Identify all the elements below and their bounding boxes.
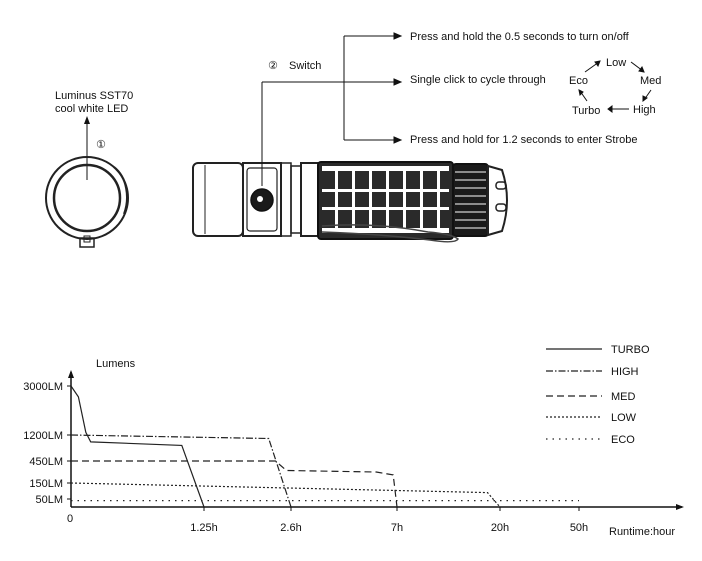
series-line-low (70, 482, 501, 508)
cycle-mode-low: Low (606, 57, 626, 69)
cycle-mode-high: High (633, 104, 656, 116)
runtime-chart: Lumens Runtime:hour 0 3000LM 1200LM 450LM 1… (23, 344, 684, 538)
series-line-med (71, 460, 398, 508)
x-axis-label: Runtime:hour (609, 526, 675, 538)
switch-marker: ② (268, 60, 278, 72)
led-marker: ① (96, 139, 106, 151)
y-tick-label: 3000LM (23, 381, 63, 393)
x-tick-label: 20h (491, 522, 509, 534)
led-label-line2: cool white LED (55, 103, 128, 115)
cycle-arrow-icons (578, 60, 652, 113)
x-tick-label: 2.6h (280, 522, 301, 534)
instruction-cycle: Single click to cycle through (410, 74, 546, 86)
flashlight-head-front-view (45, 156, 129, 248)
series-line-turbo (70, 385, 205, 508)
y-axis-arrow (68, 370, 74, 378)
flashlight-side-view (192, 161, 508, 243)
legend-label: TURBO (611, 344, 650, 356)
switch-connector-lines (261, 32, 403, 186)
cycle-mode-med: Med (640, 75, 661, 87)
cycle-mode-eco: Eco (569, 75, 588, 87)
instruction-turn-on-off: Press and hold the 0.5 seconds to turn o… (410, 31, 630, 43)
instruction-strobe: Press and hold for 1.2 seconds to enter … (410, 134, 637, 146)
legend: TURBO HIGH MED LOW ECO (546, 344, 650, 446)
x-tick-label: 1.25h (190, 522, 218, 534)
y-tick-label: 150LM (29, 478, 63, 490)
series-line-high (70, 434, 292, 508)
chart-axes (68, 370, 684, 510)
switch-button-icon (250, 188, 274, 212)
x-origin-label: 0 (67, 513, 73, 525)
legend-label: HIGH (611, 366, 639, 378)
y-axis-ticks: 3000LM 1200LM 450LM 150LM 50LM (23, 381, 71, 506)
y-tick-label: 50LM (35, 494, 63, 506)
cycle-mode-turbo: Turbo (572, 105, 600, 117)
x-tick-label: 50h (570, 522, 588, 534)
x-axis-ticks: 1.25h 2.6h 7h 20h 50h (190, 507, 588, 534)
legend-label: ECO (611, 434, 635, 446)
x-axis-arrow (676, 504, 684, 510)
legend-label: LOW (611, 412, 637, 424)
switch-label: Switch (289, 60, 321, 72)
mode-cycle: Low Med High Turbo Eco (569, 57, 661, 117)
led-pointer-arrow (84, 116, 90, 180)
y-tick-label: 1200LM (23, 430, 63, 442)
x-tick-label: 7h (391, 522, 403, 534)
led-label-line1: Luminus SST70 (55, 90, 133, 102)
y-axis-label: Lumens (96, 358, 136, 370)
series-lines (70, 385, 579, 508)
legend-label: MED (611, 391, 636, 403)
y-tick-label: 450LM (29, 456, 63, 468)
